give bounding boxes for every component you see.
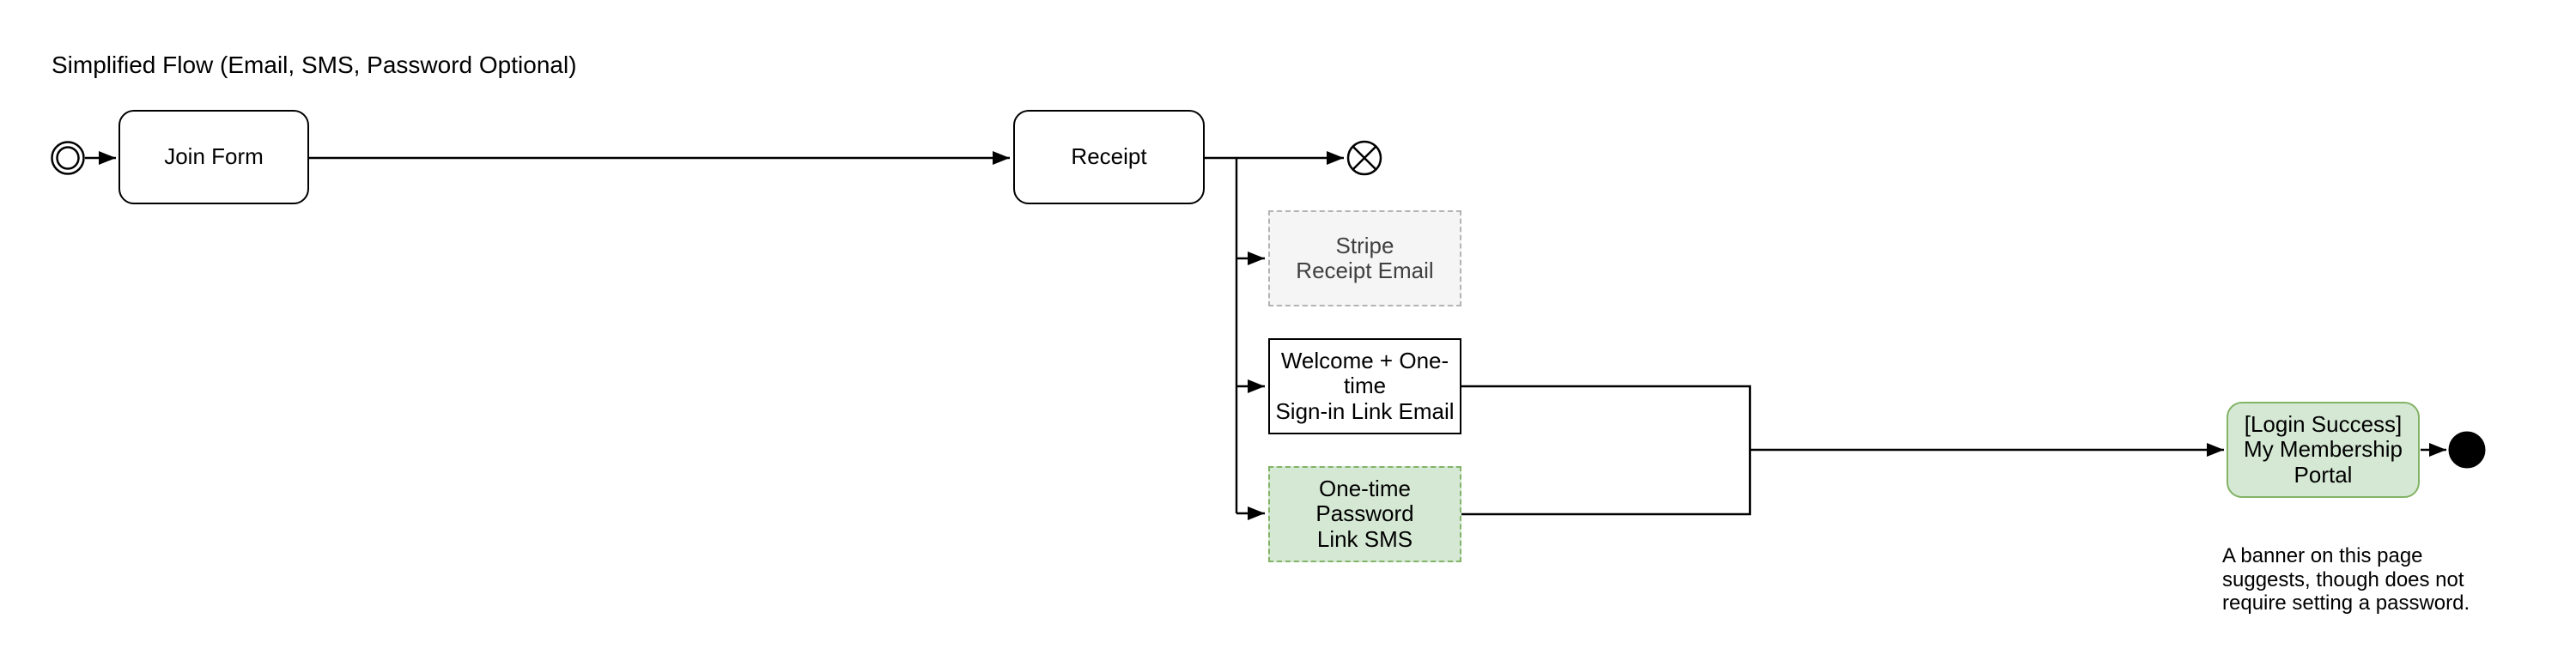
diagram-title: Simplified Flow (Email, SMS, Password Op… (52, 52, 577, 78)
node-one-time-password-sms-label: One-time Password Link SMS (1315, 476, 1414, 552)
bpmn-cancel-end-event-icon[interactable] (1346, 140, 1382, 176)
node-stripe-receipt-email[interactable]: Stripe Receipt Email (1268, 210, 1461, 306)
node-one-time-password-sms[interactable]: One-time Password Link SMS (1268, 466, 1461, 562)
node-join-form[interactable]: Join Form (118, 110, 309, 204)
bpmn-start-event-icon[interactable] (51, 141, 85, 175)
node-welcome-signin-email[interactable]: Welcome + One-time Sign-in Link Email (1268, 338, 1461, 434)
edge-merge-bracket (1461, 385, 1752, 516)
password-banner-note: A banner on this page suggests, though d… (2222, 544, 2470, 615)
node-receipt-label: Receipt (1071, 143, 1147, 170)
node-membership-portal-label: [Login Success] My Membership Portal (2244, 411, 2403, 488)
node-membership-portal[interactable]: [Login Success] My Membership Portal (2227, 402, 2420, 498)
node-stripe-receipt-email-label: Stripe Receipt Email (1296, 232, 1434, 283)
node-receipt[interactable]: Receipt (1013, 110, 1205, 204)
node-join-form-label: Join Form (164, 143, 264, 170)
node-welcome-signin-email-label: Welcome + One-time Sign-in Link Email (1275, 348, 1455, 424)
bpmn-end-event-icon[interactable] (2448, 431, 2486, 469)
